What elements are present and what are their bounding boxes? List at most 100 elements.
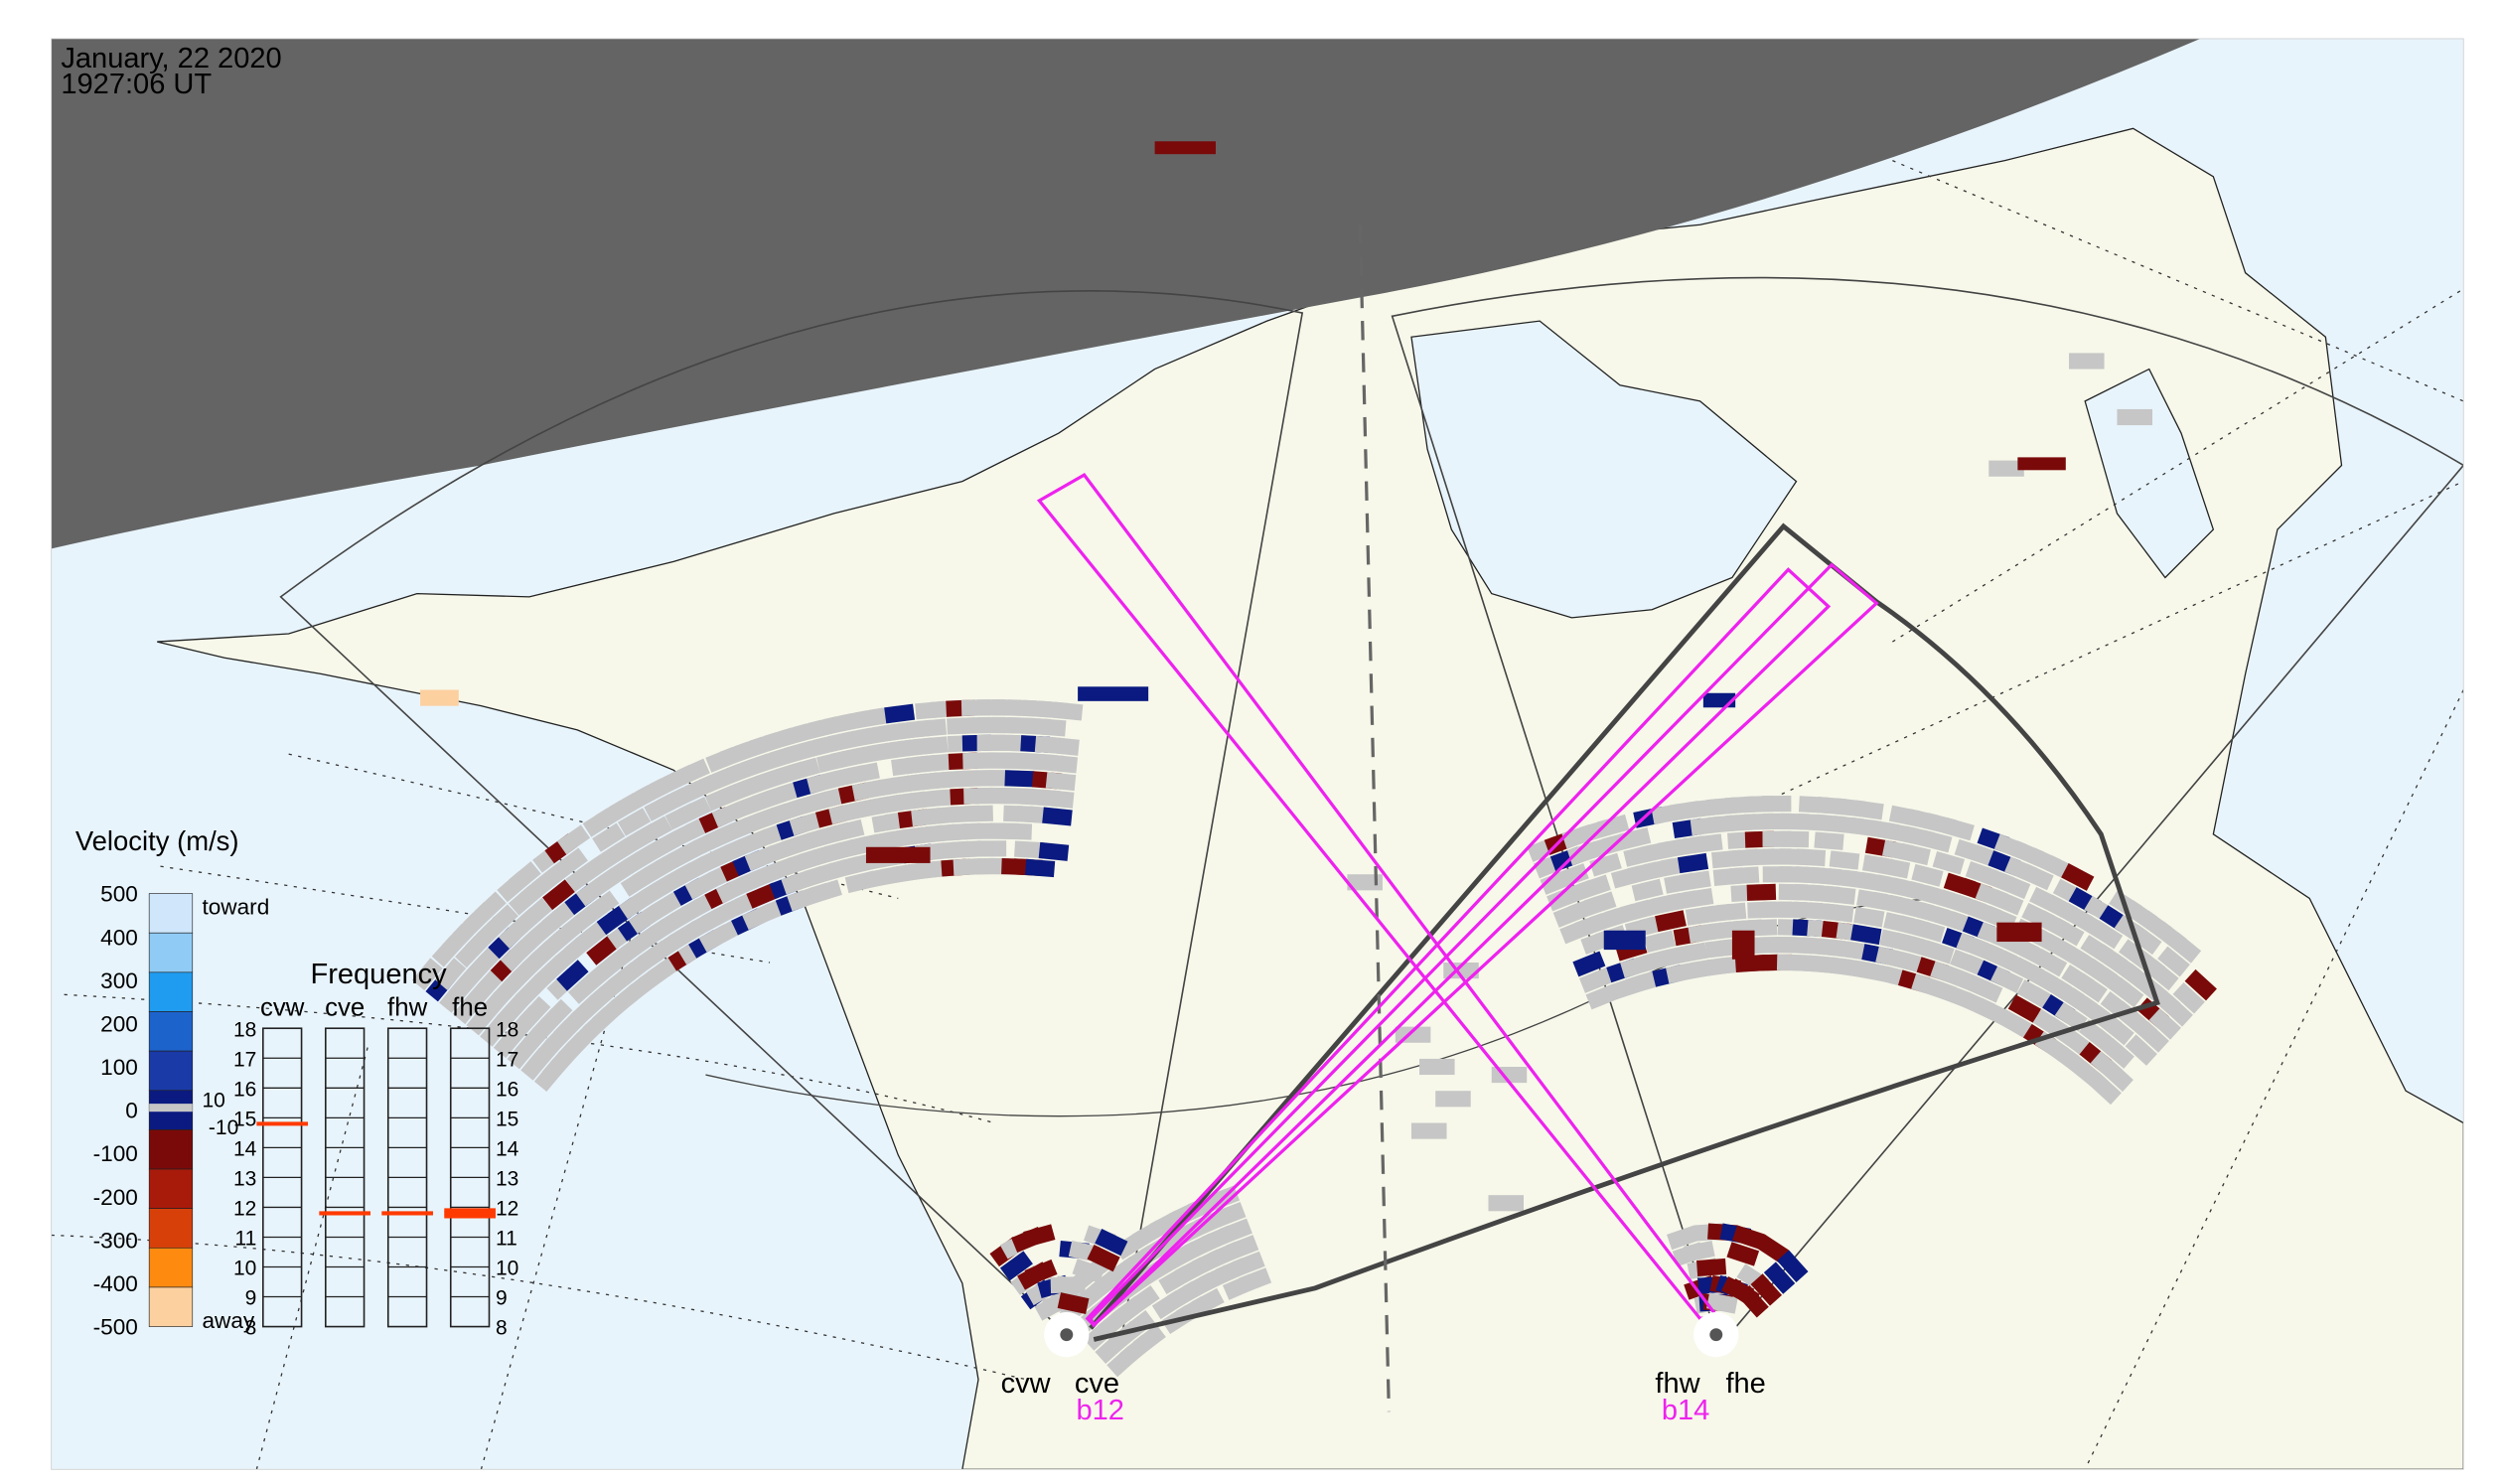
ground-scatter-cell: [486, 904, 518, 937]
ground-scatter-cell: [1683, 888, 1714, 909]
colorbar-tick-label: 0: [125, 1099, 138, 1123]
colorbar-segment: [148, 1168, 194, 1209]
velocity-cell: [1057, 1292, 1090, 1315]
ground-scatter-cell: [1239, 1267, 1272, 1293]
ground-scatter-cell: [744, 845, 778, 871]
ground-scatter-cell: [1047, 754, 1079, 774]
colorbar-segment: [148, 893, 194, 934]
velocity-cell: [1746, 883, 1777, 901]
velocity-cell: [1024, 858, 1056, 878]
ground-scatter-cell: [1036, 718, 1067, 737]
ground-scatter-cell: [951, 822, 981, 840]
ground-scatter-cell: [617, 808, 652, 836]
velocity-cell: [420, 689, 459, 706]
ground-scatter-cell: [1043, 789, 1075, 809]
velocity-cell: [1763, 1261, 1796, 1294]
ground-scatter-cell: [557, 824, 591, 855]
ground-scatter-cell: [2051, 918, 2085, 947]
mid-label-10: 10: [202, 1089, 224, 1112]
ground-scatter-cell: [809, 879, 842, 904]
ground-scatter-cell: [1825, 885, 1856, 905]
colorbar-tick-label: 500: [100, 882, 138, 907]
velocity-cell: [865, 846, 931, 863]
ground-scatter-cell: [2020, 863, 2054, 891]
ground-scatter-cell: [918, 736, 949, 755]
ground-scatter-cell: [2111, 976, 2144, 1008]
ground-scatter-cell: [1762, 796, 1792, 813]
velocity-cell: [1004, 770, 1035, 788]
radar-site-dot: [1060, 1328, 1074, 1342]
ground-scatter-cell: [2168, 932, 2202, 964]
ground-scatter-cell: [1796, 848, 1827, 867]
ground-scatter-cell: [788, 757, 820, 782]
baffin-region: [2084, 368, 2215, 579]
frequency-column-label-cvw: cvw: [260, 993, 305, 1021]
frequency-tick-right: 11: [496, 1228, 517, 1251]
frequency-tick-left: 11: [235, 1228, 257, 1251]
ground-scatter-cell: [1942, 816, 1975, 841]
ground-scatter-cell: [1644, 930, 1677, 954]
toward-label: toward: [202, 895, 269, 920]
ground-scatter-cell: [1126, 1285, 1160, 1315]
ground-scatter-cell: [1191, 1287, 1225, 1316]
ground-scatter-cell: [1585, 983, 1619, 1010]
ground-scatter-cell: [1419, 1058, 1455, 1076]
velocity-cell: [884, 703, 916, 724]
velocity-cell: [1655, 910, 1687, 933]
mid-label-neg10: -10: [209, 1116, 238, 1139]
ground-scatter-cell: [1049, 736, 1080, 756]
ground-scatter-cell: [1002, 822, 1033, 840]
beam-b12: [1085, 562, 1879, 1328]
ground-scatter-cell: [1779, 830, 1810, 848]
frequency-tick-left: 17: [233, 1048, 256, 1071]
ground-scatter-cell: [2148, 1008, 2181, 1040]
frequency-tick-right: 8: [496, 1317, 508, 1340]
ground-scatter-cell: [2069, 353, 2105, 370]
velocity-cell: [999, 1251, 1033, 1281]
velocity-cell: [1078, 686, 1149, 701]
ground-scatter-cell: [1932, 850, 1966, 875]
velocity-cell: [1850, 924, 1882, 946]
ground-scatter-cell: [1410, 1122, 1447, 1139]
colorbar-segment: [148, 1247, 194, 1288]
ground-scatter-cell: [1878, 856, 1911, 879]
ground-scatter-cell: [1911, 863, 1944, 887]
velocity-cell: [1755, 1234, 1790, 1263]
ground-scatter-cell: [738, 828, 772, 855]
frequency-tick-right: 15: [496, 1108, 518, 1130]
ground-scatter-cell: [1232, 1251, 1265, 1277]
velocity-cell: [556, 960, 589, 991]
ground-scatter-cell: [711, 801, 745, 827]
colorbar-tick-label: 300: [100, 968, 138, 993]
ground-scatter-cell: [1814, 831, 1844, 850]
frequency-tick-left: 18: [233, 1018, 256, 1041]
ground-scatter-cell: [1853, 906, 1885, 928]
fov-cve-outline: [1089, 522, 2160, 1342]
ground-scatter-cell: [586, 890, 620, 921]
ground-scatter-cell: [2129, 925, 2162, 956]
velocity-cell: [1737, 1285, 1769, 1318]
ground-scatter-cell: [435, 958, 467, 990]
ground-scatter-cell: [515, 973, 547, 1007]
radar-label-cvw: cvw: [1001, 1368, 1052, 1400]
velocity-legend-title: Velocity (m/s): [75, 825, 239, 856]
frequency-title: Frequency: [310, 959, 447, 990]
ground-scatter-cell: [1578, 874, 1611, 900]
velocity-cell: [2017, 457, 2066, 471]
colorbar-segment: [148, 971, 194, 1012]
ground-scatter-cell: [1676, 942, 1708, 964]
ground-scatter-cell: [1667, 1225, 1699, 1251]
ground-scatter-cell: [668, 840, 702, 869]
ground-scatter-cell: [1975, 997, 2008, 1025]
ground-scatter-cell: [1922, 940, 1955, 965]
colorbar-segment: [148, 1011, 194, 1052]
frequency-tick-right: 9: [496, 1287, 508, 1310]
ground-scatter-cell: [2101, 1060, 2134, 1093]
ground-scatter-cell: [1970, 975, 2003, 1003]
ground-scatter-cell: [628, 904, 662, 935]
frequency-tick-left: 13: [233, 1167, 256, 1190]
colorbar-tick-label: -300: [93, 1228, 138, 1253]
velocity-cell: [2061, 863, 2095, 891]
velocity-cell: [746, 882, 780, 909]
colorbar-tick-label: 200: [100, 1011, 138, 1036]
